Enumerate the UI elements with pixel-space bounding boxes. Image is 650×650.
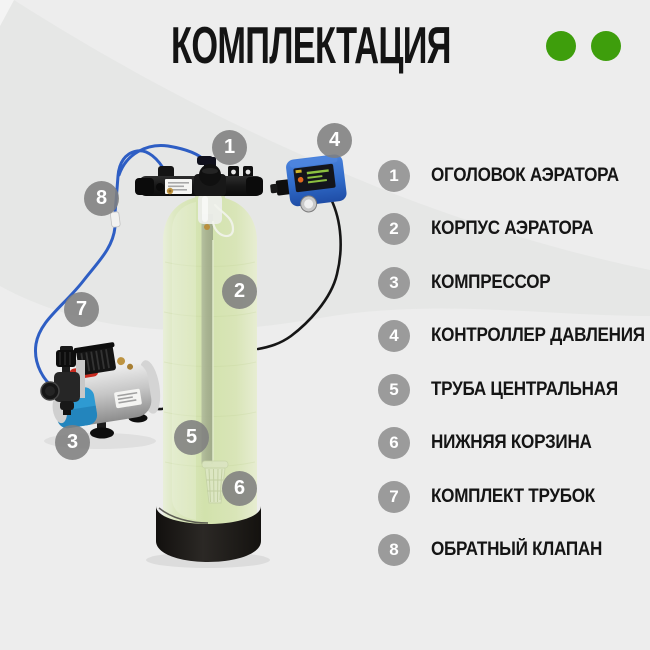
compressor: [40, 342, 161, 439]
legend-item-4: 4 КОНТРОЛЛЕР ДАВЛЕНИЯ: [378, 320, 650, 352]
header: КОМПЛЕКТАЦИЯ: [70, 14, 650, 78]
legend-item-label: КОМПЛЕКТ ТРУБОК: [431, 486, 595, 507]
legend-item-label: КОРПУС АЭРАТОРА: [431, 218, 594, 239]
accent-dot-icon: [546, 31, 577, 61]
marker-aerator-head: 1: [212, 130, 247, 165]
legend-item-1: 1 ОГОЛОВОК АЭРАТОРА: [378, 160, 640, 192]
legend-item-label: НИЖНЯЯ КОРЗИНА: [431, 432, 592, 453]
marker-compressor: 3: [55, 425, 90, 460]
legend-item-2: 2 КОРПУС АЭРАТОРА: [378, 213, 611, 245]
tank-base: [156, 506, 261, 562]
accent-dot-icon: [591, 31, 622, 61]
marker-tube-set: 7: [64, 292, 99, 327]
legend-item-5: 5 ТРУБА ЦЕНТРАЛЬНАЯ: [378, 374, 639, 406]
legend-item-6: 6 НИЖНЯЯ КОРЗИНА: [378, 427, 609, 459]
legend-item-label: КОНТРОЛЛЕР ДАВЛЕНИЯ: [431, 325, 645, 346]
legend-number-badge: 8: [378, 534, 410, 566]
legend-item-3: 3 КОМПРЕССОР: [378, 267, 564, 299]
legend-number-badge: 5: [378, 374, 410, 406]
pressure-controller: [270, 154, 347, 213]
distributor: [198, 194, 235, 238]
legend-item-label: ТРУБА ЦЕНТРАЛЬНАЯ: [431, 379, 618, 400]
legend-number-badge: 2: [378, 213, 410, 245]
check-valve: [110, 211, 121, 228]
legend-item-label: ОГОЛОВОК АЭРАТОРА: [431, 165, 619, 186]
aerator-head: [135, 156, 263, 196]
legend-number-badge: 1: [378, 160, 410, 192]
marker-bottom-basket: 6: [222, 471, 257, 506]
marker-check-valve: 8: [84, 181, 119, 216]
tank: [163, 186, 257, 546]
legend-number-badge: 4: [378, 320, 410, 352]
accent-dots: [546, 31, 622, 61]
legend-number-badge: 6: [378, 427, 410, 459]
clear-tube-loop: [211, 203, 235, 238]
page-title: КОМПЛЕКТАЦИЯ: [170, 17, 451, 75]
legend-item-label: ОБРАТНЫЙ КЛАПАН: [431, 539, 603, 560]
air-tube-to-elbow: [117, 144, 207, 177]
legend-number-badge: 7: [378, 481, 410, 513]
marker-tank-body: 2: [222, 274, 257, 309]
tank-highlight: [172, 202, 196, 520]
legend-item-8: 8 ОБРАТНЫЙ КЛАПАН: [378, 534, 621, 566]
marker-central-tube: 5: [174, 420, 209, 455]
controller-cable: [256, 197, 342, 351]
background-swoosh: [0, 0, 650, 330]
background-corner-light: [0, 0, 14, 26]
air-tube-lower-run: [34, 225, 117, 392]
legend-item-label: КОМПРЕССОР: [431, 272, 551, 293]
marker-pressure-controller: 4: [317, 123, 352, 158]
pressure-regulator: [40, 346, 85, 415]
legend-number-badge: 3: [378, 267, 410, 299]
legend-item-7: 7 КОМПЛЕКТ ТРУБОК: [378, 481, 613, 513]
